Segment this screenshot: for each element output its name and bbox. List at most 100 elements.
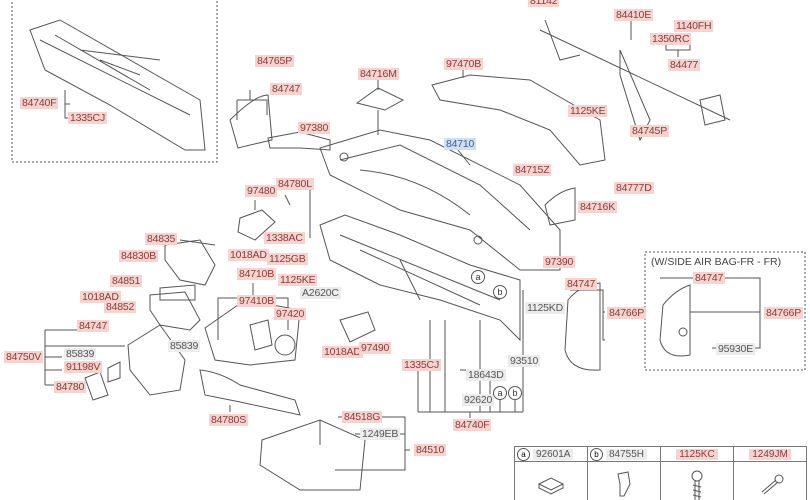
glove-box-part xyxy=(259,419,366,491)
part-label[interactable]: 1125KD xyxy=(525,302,565,314)
part-label[interactable]: 97380 xyxy=(298,122,331,134)
part-label[interactable]: 84835 xyxy=(145,233,178,245)
legend-code: 1249JM xyxy=(749,448,791,460)
inset-frame-frame xyxy=(11,0,218,163)
side-cover-part xyxy=(229,94,273,149)
cluster-trim xyxy=(179,239,216,246)
part-label[interactable]: 84766P xyxy=(764,307,804,319)
speaker-grille xyxy=(339,152,349,162)
part-label[interactable]: 95930E xyxy=(716,343,756,355)
part-label[interactable]: 84747 xyxy=(693,272,726,284)
main-frame-part xyxy=(319,214,521,342)
part-label[interactable]: 84851 xyxy=(110,275,143,287)
speaker-grille xyxy=(473,235,483,245)
part-label[interactable]: 84410E xyxy=(614,9,654,21)
vent-left xyxy=(237,209,276,241)
part-label[interactable]: 84747 xyxy=(565,278,598,290)
legend-image-row xyxy=(514,461,807,500)
part-label[interactable]: 84716K xyxy=(578,201,618,213)
crash-pad-detail xyxy=(339,144,531,231)
part-label[interactable]: 84510 xyxy=(414,444,447,456)
center-vent xyxy=(249,319,273,351)
part-label[interactable]: 84747 xyxy=(270,83,303,95)
leader xyxy=(319,416,410,471)
part-label[interactable]: 1249EB xyxy=(360,428,401,440)
part-label[interactable]: 84780S xyxy=(209,414,249,426)
callout-b-icon: b xyxy=(590,447,603,461)
leader xyxy=(570,289,605,341)
part-label[interactable]: 84745P xyxy=(630,125,670,137)
legend-cell[interactable]: 1125KC xyxy=(660,446,734,462)
part-label[interactable]: 1140FH xyxy=(674,20,714,32)
part-label[interactable]: 97410B xyxy=(237,295,277,307)
legend-cell[interactable]: 1249JM xyxy=(733,446,807,462)
part-label[interactable]: 97490 xyxy=(359,342,392,354)
part-label[interactable]: 84765P xyxy=(255,55,295,67)
leader xyxy=(236,90,268,120)
part-label[interactable]: 91198V xyxy=(64,361,103,373)
center-vent-round xyxy=(274,334,296,356)
part-label-highlighted[interactable]: 84710 xyxy=(444,138,477,150)
part-label[interactable]: 1338AC xyxy=(264,232,305,244)
leader xyxy=(457,149,471,166)
airbag-emblem xyxy=(678,327,688,337)
part-label[interactable]: 84716M xyxy=(358,68,399,80)
part-label[interactable]: 84710B xyxy=(237,268,277,280)
side-cover-84766P xyxy=(564,282,601,371)
part-label[interactable]: 84740F xyxy=(20,97,59,109)
crash-pad-main xyxy=(319,129,561,271)
part-label[interactable]: 81142 xyxy=(528,0,560,7)
screw-icon xyxy=(660,461,734,500)
cross-bar-bracket xyxy=(699,94,726,126)
side-cover-airbag xyxy=(659,284,691,357)
part-label[interactable]: 84777D xyxy=(614,182,654,194)
part-label[interactable]: A2620C xyxy=(300,287,341,299)
part-label[interactable]: 85839 xyxy=(168,340,201,352)
vent-right xyxy=(339,311,376,343)
part-label[interactable]: 97480 xyxy=(245,185,278,197)
part-label[interactable]: 84780 xyxy=(54,381,87,393)
part-label[interactable]: 1335CJ xyxy=(402,359,441,371)
part-label[interactable]: 97420 xyxy=(274,308,307,320)
callout-a: a xyxy=(493,386,507,400)
part-label[interactable]: 1125GB xyxy=(267,253,308,265)
part-label[interactable]: 18643D xyxy=(466,369,506,381)
part-label[interactable]: 84780L xyxy=(276,178,314,190)
lower-trim-part xyxy=(199,369,301,416)
part-label[interactable]: 1125KE xyxy=(568,105,608,117)
side-cover-right xyxy=(544,187,576,226)
part-label[interactable]: 84518G xyxy=(342,411,383,423)
callout-a-icon: a xyxy=(517,447,530,461)
speaker-cover-part xyxy=(355,87,405,111)
leader xyxy=(630,20,691,57)
cover-panel-84780 xyxy=(84,371,109,401)
part-label[interactable]: 84747 xyxy=(77,320,110,332)
main-frame-detail xyxy=(339,234,501,306)
legend-code: 1125KC xyxy=(676,448,718,460)
part-label[interactable]: 97470B xyxy=(444,58,484,70)
part-label[interactable]: 1018AD xyxy=(80,291,121,303)
part-label[interactable]: 1018AD xyxy=(322,346,363,358)
bolt-icon xyxy=(733,461,807,500)
part-label[interactable]: 84852 xyxy=(104,301,137,313)
part-label[interactable]: 1335CJ xyxy=(68,112,107,124)
part-label[interactable]: 84830B xyxy=(119,250,159,262)
cluster-housing-part xyxy=(164,239,216,286)
part-label[interactable]: 1018AD xyxy=(228,249,269,261)
legend-code: 84755H xyxy=(606,448,648,460)
part-label[interactable]: 1350RC xyxy=(650,33,692,45)
part-label[interactable]: 85839 xyxy=(64,348,97,360)
part-label[interactable]: 84740F xyxy=(453,419,492,431)
part-label[interactable]: 92620 xyxy=(462,394,495,406)
part-label[interactable]: 93510 xyxy=(508,355,541,367)
part-label[interactable]: 84715Z xyxy=(513,164,552,176)
part-label[interactable]: 84477 xyxy=(668,59,701,71)
part-label[interactable]: 97390 xyxy=(543,256,576,268)
part-label[interactable]: 1125KE xyxy=(278,274,318,286)
part-label[interactable]: 84766P xyxy=(607,307,647,319)
part-label[interactable]: 84750V xyxy=(4,351,44,363)
